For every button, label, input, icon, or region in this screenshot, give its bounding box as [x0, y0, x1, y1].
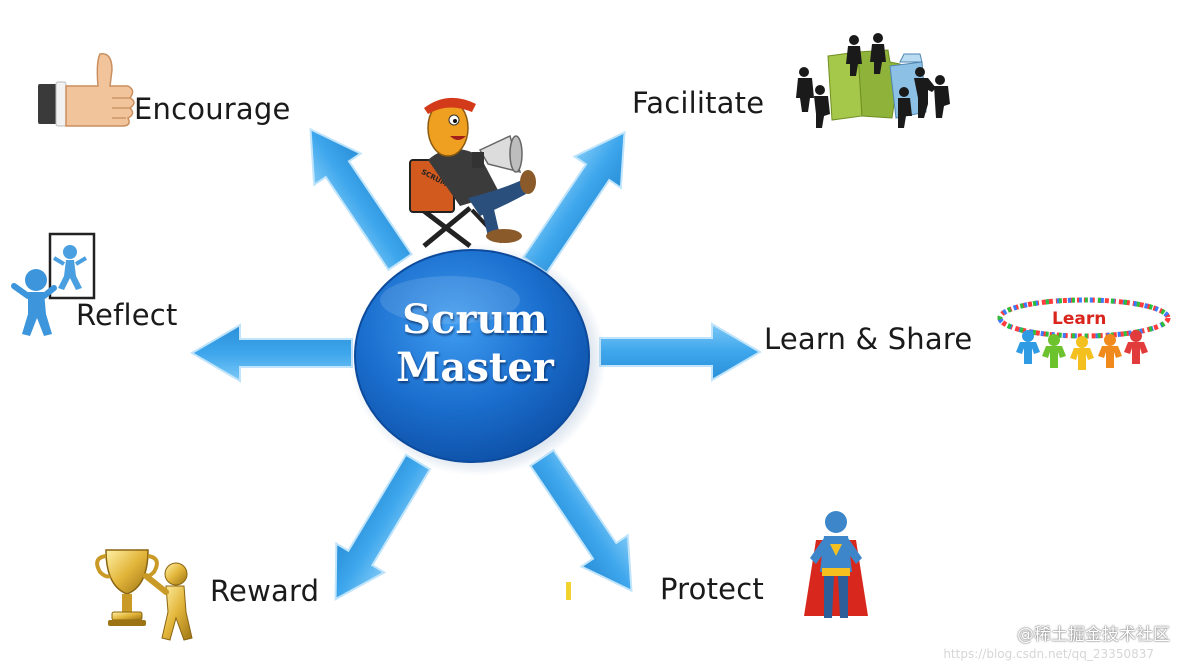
label-reward: Reward — [210, 574, 320, 608]
superhero-icon — [804, 511, 868, 618]
label-protect: Protect — [660, 572, 764, 606]
hub-line-1: Scrum — [402, 296, 548, 343]
label-encourage: Encourage — [134, 92, 291, 126]
learn-sign-text: Learn — [1052, 309, 1106, 329]
watermark-brand: @稀土掘金技术社区 — [1017, 625, 1170, 645]
mirror-figure-icon — [11, 232, 96, 336]
arrow-to-protect — [517, 441, 656, 608]
label-facilitate: Facilitate — [632, 86, 765, 120]
arrow-to-learn-share — [599, 323, 761, 381]
trophy-icon — [95, 549, 193, 641]
watermark-url: https://blog.csdn.net/qq_23350837 — [943, 647, 1154, 661]
megaphone-director-icon: SCRUM MASTER — [409, 97, 536, 248]
label-reflect: Reflect — [76, 298, 178, 332]
learn-circle-icon: Learn — [997, 297, 1171, 370]
hub-title: Scrum Master — [360, 296, 590, 392]
yellow-marker — [566, 582, 571, 600]
hub-line-2: Master — [396, 344, 554, 391]
arrow-to-reward — [310, 446, 444, 615]
scrum-master-hub — [350, 244, 606, 476]
arrow-to-reflect — [191, 324, 353, 382]
label-learn-share: Learn & Share — [764, 322, 973, 356]
thumbs-up-icon — [38, 53, 135, 127]
teamwork-puzzle-icon — [796, 33, 950, 128]
arrow-to-encourage — [286, 112, 425, 279]
learn-people — [1016, 330, 1148, 370]
